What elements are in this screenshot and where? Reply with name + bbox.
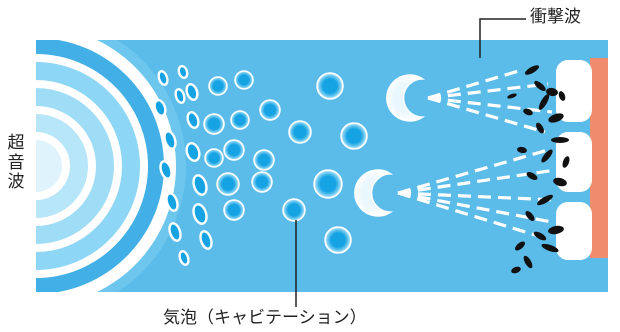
bubble	[316, 72, 344, 100]
bubble-label: 気泡（キャビテーション）	[163, 308, 367, 328]
small-bubble	[186, 111, 200, 129]
debris-particle	[517, 146, 527, 154]
shockwave-jet	[397, 191, 557, 202]
bubble	[223, 139, 245, 161]
shockwave-jet	[427, 82, 549, 100]
shockwave-jet	[397, 168, 557, 195]
debris-particle	[523, 255, 533, 269]
debris-particle	[515, 241, 525, 251]
shockwave-leader-line	[479, 18, 526, 58]
small-bubble	[163, 130, 177, 150]
debris-particle	[551, 137, 569, 143]
collapsing-bubbles	[354, 74, 426, 217]
collapsing-bubble	[354, 169, 394, 217]
collapsing-bubble	[386, 74, 426, 122]
bubble	[340, 122, 368, 150]
tooth	[556, 60, 592, 122]
debris-particle	[541, 149, 553, 163]
shockwave-jet	[397, 148, 549, 195]
bubble	[234, 70, 254, 90]
small-bubble	[178, 250, 190, 266]
bubble	[208, 76, 228, 96]
ultrasound-label: 超音波	[7, 133, 25, 193]
plaque-debris	[507, 65, 570, 274]
tooth	[556, 202, 592, 260]
debris-particle	[526, 172, 538, 180]
bubble	[282, 198, 306, 222]
small-bubble	[192, 203, 208, 225]
shockwave-jet	[397, 191, 546, 240]
small-bubble	[177, 64, 189, 80]
bubble	[324, 226, 352, 254]
bubble	[230, 110, 250, 130]
shockwave-jet	[427, 96, 546, 134]
bubble	[288, 120, 312, 144]
shockwave-label: 衝撃波	[530, 7, 581, 27]
bubble	[223, 199, 245, 221]
debris-particle	[553, 177, 567, 187]
small-bubble	[174, 88, 186, 104]
small-bubble	[185, 142, 201, 162]
ultrasound-rings	[36, 40, 186, 292]
bubble	[203, 113, 225, 135]
gum	[590, 58, 608, 258]
shockwave-jets	[397, 68, 557, 240]
bubble	[253, 149, 275, 171]
debris-particle	[507, 93, 517, 99]
debris-particle	[562, 156, 570, 168]
bubble	[259, 99, 281, 121]
debris-particle	[541, 243, 559, 253]
shockwave-jet	[427, 68, 523, 100]
debris-particle	[537, 194, 553, 206]
debris-particle	[534, 80, 546, 92]
bubble	[251, 171, 273, 193]
debris-particle	[548, 113, 564, 123]
debris-particle	[538, 94, 550, 110]
cavitation-bubbles	[153, 64, 368, 266]
small-bubble	[159, 160, 173, 180]
debris-particle	[524, 65, 540, 75]
debris-particle	[533, 231, 547, 241]
small-bubble	[168, 222, 182, 242]
debris-particle	[546, 87, 558, 97]
tooth	[556, 132, 592, 192]
small-bubble	[192, 174, 208, 196]
small-bubble	[185, 83, 199, 101]
debris-particle	[548, 225, 564, 235]
small-bubble	[165, 192, 179, 212]
debris-particle	[511, 266, 521, 274]
shockwave-jet	[427, 96, 553, 114]
small-bubble	[199, 230, 213, 250]
debris-particle	[536, 122, 544, 134]
bubble	[216, 172, 240, 196]
shockwave-jet	[397, 191, 553, 224]
bubble	[313, 169, 343, 199]
teeth	[556, 58, 608, 260]
debris-particle	[525, 211, 535, 221]
bubble	[204, 148, 224, 168]
debris-particle	[523, 108, 533, 116]
small-bubble	[157, 70, 169, 86]
debris-particle	[558, 91, 566, 101]
small-bubble	[153, 99, 167, 117]
